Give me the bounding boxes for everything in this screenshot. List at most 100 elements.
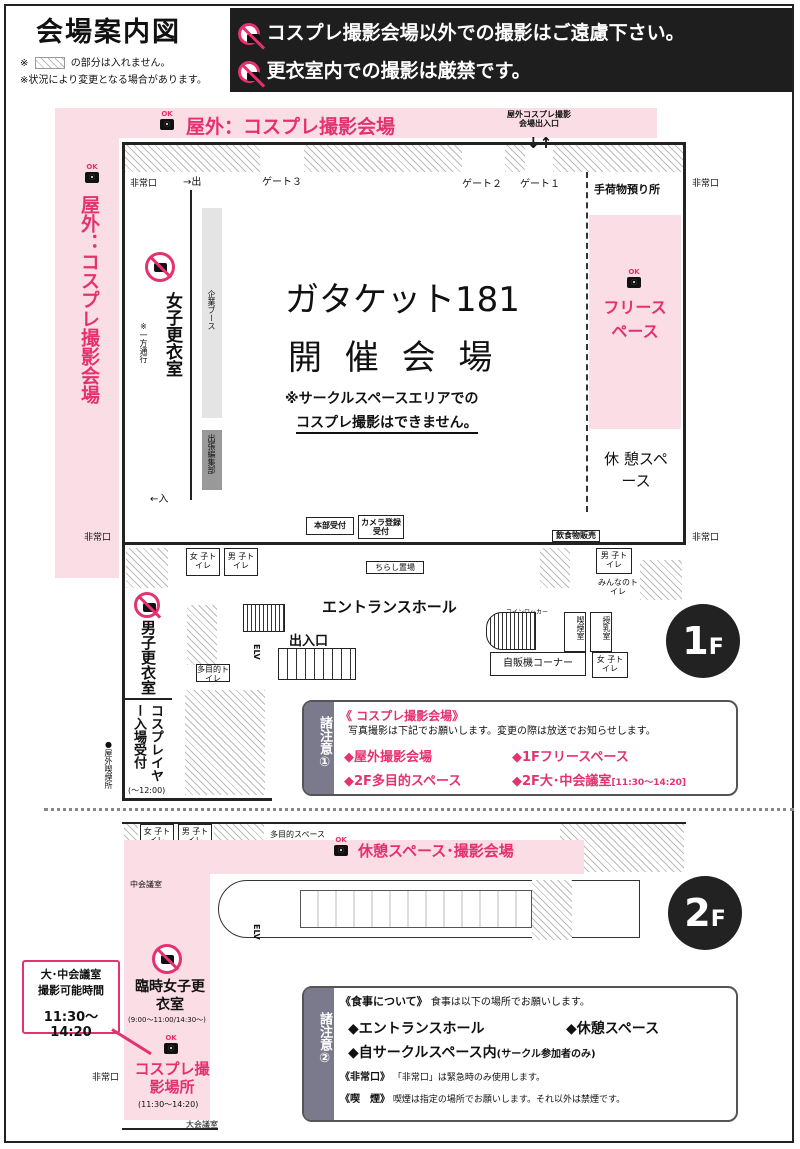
emergency-exit-label: 非常口 — [692, 179, 720, 189]
floor-1f-badge: 1F — [666, 604, 740, 678]
restricted-note-mark: ※ — [20, 58, 29, 69]
f2-hatch — [532, 880, 572, 940]
f2-callout-line-2: 撮影可能時間 — [38, 984, 104, 997]
no-camera-icon — [134, 592, 160, 618]
note-2-smoke-body: 喫煙は指定の場所でお願いします。それ以外は禁煙です。 — [392, 1095, 626, 1105]
note-2-exit: 《非常口》 「非常口」は緊急時のみ使用します。 — [340, 1072, 545, 1084]
banner-line-2-text: 更衣室内での撮影は厳禁です。 — [266, 60, 531, 82]
baggage-label: 手荷物預り所 — [594, 183, 660, 196]
note-2-food-item: ◆自サークルスペース内(サークル参加者のみ) — [348, 1042, 596, 1062]
f2-wall-bottom — [122, 1128, 218, 1130]
f2-changing-time: (9:00～11:00/14:30～) — [128, 1016, 206, 1024]
toilet-women: 女 子トイレ — [186, 548, 220, 576]
wing-wall — [122, 798, 272, 801]
gate-3-label: ゲート３ — [262, 177, 302, 188]
floor-2f-number: 2 — [684, 891, 711, 935]
note-2-food-item: ◆エントランスホール — [348, 1021, 485, 1037]
outdoor-photo-area-left — [55, 138, 119, 578]
wing-hatch — [540, 548, 570, 588]
note-1-heading-text: 《 コスプレ撮影会場》 — [340, 709, 465, 723]
rule-banner: コスプレ撮影会場以外での撮影はご遠慮下さい。 更衣室内での撮影は厳禁です。 — [230, 8, 792, 92]
note-2-food-item-note: (サークル参加者のみ) — [496, 1049, 596, 1060]
f2-wing-outline — [218, 880, 640, 938]
hall-wall-bottom — [122, 542, 686, 545]
outdoor-smoking-label: ●屋外喫煙所 — [104, 740, 113, 789]
restricted-note-text: の部分は入れません。 — [70, 58, 171, 69]
no-camera-icon — [145, 252, 175, 282]
restricted-note: ※ の部分は入れません。 — [20, 54, 170, 69]
note-2-food-body: 食事は以下の場所でお願いします。 — [430, 997, 590, 1008]
corridor-wall — [190, 190, 192, 500]
escalator — [486, 612, 536, 650]
emergency-exit-label: 非常口 — [84, 533, 112, 543]
free-space-area — [589, 215, 681, 429]
emergency-exit-label: 非常口 — [692, 533, 720, 543]
note-1-body: 写真撮影は下記でお願いします。変更の際は放送でお知らせします。 — [348, 726, 656, 737]
wing-hatch — [187, 605, 217, 665]
cosplayer-reception-label: コスプレイヤー入場受付 — [131, 704, 163, 782]
f2-mid-meeting-label: 中会議室 — [130, 880, 162, 889]
note-1-tab: 諸注意① — [304, 702, 334, 794]
f2-large-meeting-label: 大会議室 — [186, 1120, 218, 1129]
outdoor-photo-area-top — [55, 108, 657, 138]
hall-wall-right — [683, 142, 686, 544]
note-2-food: 《食事について》 食事は以下の場所でお願いします。 — [340, 996, 590, 1009]
f2-multipurpose-label: 多目的スペース — [270, 830, 326, 839]
hall-wall-top-hatch — [553, 145, 683, 172]
hall-wall-top — [122, 142, 686, 145]
hall-wall-left — [122, 142, 125, 542]
f2-cosplay-area — [124, 870, 210, 1120]
mens-changing-room-label: 男子更衣室 — [139, 620, 157, 695]
f2-elv-label: ELV — [252, 924, 261, 940]
free-space-label: フリースペース — [603, 298, 667, 341]
entrance-label: 出入口 — [289, 634, 329, 649]
map-title: 会場案内図 — [36, 17, 181, 48]
f2-rest-photo-label: 休憩スペース･撮影会場 — [358, 842, 514, 860]
floor-1f-number: 1 — [682, 619, 709, 663]
entrance-hall-label: エントランスホール — [322, 598, 457, 616]
elv-label: ELV — [252, 644, 261, 660]
f2-emergency-exit-label: 非常口 — [92, 1073, 120, 1083]
ok-camera-icon: OK — [330, 836, 352, 858]
toilet-men: 男 子トイレ — [224, 548, 258, 576]
stairs — [243, 604, 285, 632]
circle-area-note-line-2: コスプレ撮影はできません。 — [296, 412, 478, 434]
camera-reception: カメラ登録受付 — [358, 515, 404, 539]
note-1-item: ◆屋外撮影会場 — [344, 750, 432, 765]
note-1-item-time: [11:30～14:20] — [611, 778, 686, 788]
no-camera-icon — [152, 944, 182, 974]
wing-divider — [122, 698, 172, 700]
f2-cosplay-area-label: コスプレ撮影場所 — [134, 1060, 210, 1096]
note-2-tab: 諸注意② — [304, 988, 334, 1120]
floor-separator — [44, 808, 794, 811]
food-sales: 飲食物販売 — [552, 530, 600, 542]
note-2-smoke-heading: 《喫 煙》 — [340, 1094, 390, 1105]
f2-callout-time: 11:30～14:20 — [43, 1010, 99, 1040]
no-camera-icon — [238, 22, 260, 45]
wing-hatch — [185, 690, 265, 795]
cosplayer-reception-time: (～12:00) — [128, 786, 166, 795]
note-2-exit-heading: 《非常口》 — [340, 1072, 390, 1083]
gate-2-label: ゲート２ — [462, 179, 502, 190]
company-booth-label: 企業ブース — [207, 290, 216, 330]
wing-wall — [122, 545, 125, 800]
outer-frame — [4, 4, 794, 1143]
banner-line-2: 更衣室内での撮影は厳禁です。 — [238, 56, 531, 83]
floor-2f-letter: F — [710, 907, 726, 932]
note-2-food-item-text: ◆自サークルスペース内 — [348, 1045, 497, 1061]
note-2-exit-body: 「非常口」は緊急時のみ使用します。 — [392, 1073, 545, 1083]
restricted-swatch — [34, 57, 65, 69]
circle-area-note-line-1: ※サークルスペースエリアでの — [285, 391, 479, 407]
floor-2f-badge: 2F — [668, 876, 742, 950]
gate-1-label: ゲート１ — [520, 179, 560, 190]
note-2-food-item: ◆休憩スペース — [566, 1021, 660, 1037]
note-1-box: 諸注意① 《 コスプレ撮影会場》 写真撮影は下記でお願いします。変更の際は放送で… — [302, 700, 738, 796]
emergency-exit-label: 非常口 — [130, 179, 158, 189]
entrance-doors — [278, 648, 356, 680]
f2-cosplay-area-time: (11:30～14:20) — [138, 1100, 199, 1109]
note-1-item: ◆2F大･中会議室[11:30～14:20] — [512, 770, 686, 789]
outdoor-photo-area-left-label: 屋外：コスプレ撮影会場 — [78, 195, 100, 404]
f2-callout-line-1: 大･中会議室 — [40, 968, 102, 981]
toilet-multipurpose: 多目的トイレ — [196, 664, 230, 683]
